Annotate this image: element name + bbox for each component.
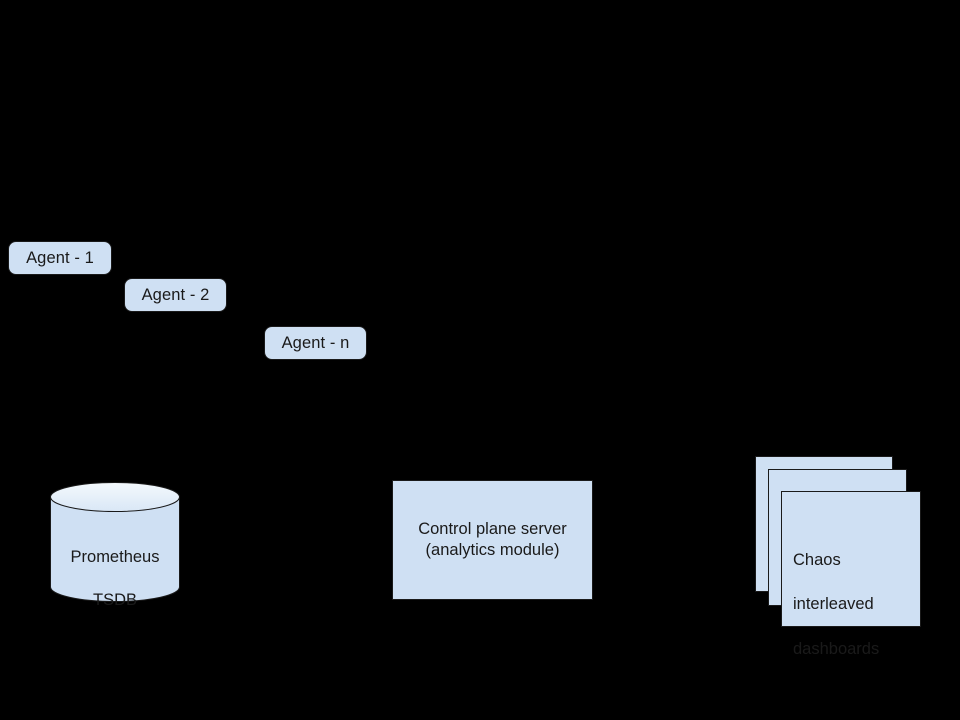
- node-agent-1[interactable]: Agent - 1: [8, 241, 112, 275]
- dashboards-line-2: interleaved: [793, 595, 874, 614]
- node-control-plane-server-label: Control plane server (analytics module): [418, 519, 567, 560]
- node-chaos-dashboards[interactable]: [781, 491, 921, 627]
- node-prometheus-tsdb[interactable]: Prometheus TSDB: [50, 482, 180, 609]
- datastore-line-1: Prometheus: [70, 548, 160, 567]
- node-agent-n-label: Agent - n: [281, 333, 350, 352]
- node-agent-2[interactable]: Agent - 2: [124, 278, 227, 312]
- server-line-1: Control plane server: [418, 520, 567, 539]
- cylinder-shape: [50, 482, 180, 602]
- node-agent-2-label: Agent - 2: [141, 285, 210, 304]
- node-chaos-dashboards-label: Chaos interleaved dashboards: [793, 527, 879, 660]
- server-line-2: (analytics module): [425, 541, 560, 559]
- node-control-plane-server[interactable]: Control plane server (analytics module): [392, 480, 593, 600]
- node-agent-1-label: Agent - 1: [26, 248, 94, 267]
- dashboards-line-3: dashboards: [793, 639, 880, 658]
- node-prometheus-tsdb-label: Prometheus TSDB: [50, 526, 180, 612]
- datastore-line-2: TSDB: [92, 591, 137, 610]
- node-agent-n[interactable]: Agent - n: [264, 326, 367, 360]
- dashboards-line-1: Chaos: [793, 551, 841, 570]
